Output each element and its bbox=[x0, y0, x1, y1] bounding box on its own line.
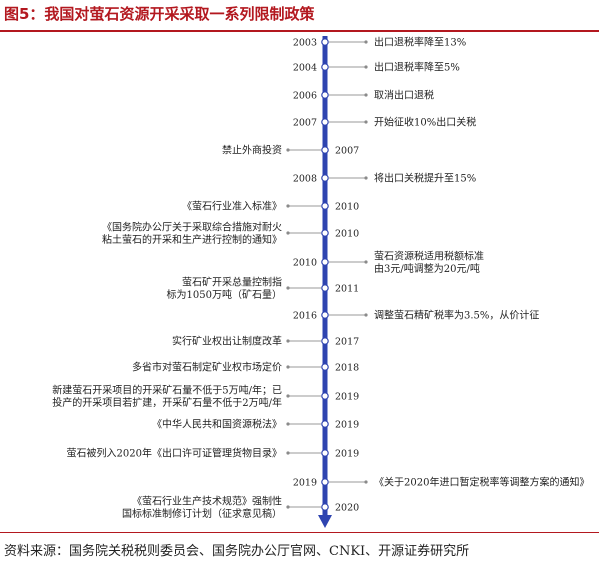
event-text: 《萤石行业准入标准》 bbox=[182, 200, 282, 213]
year-label: 2006 bbox=[293, 91, 317, 102]
axis-marker bbox=[321, 174, 329, 182]
axis-marker bbox=[321, 258, 329, 266]
connector-dot bbox=[286, 422, 290, 426]
connector-dot bbox=[286, 286, 290, 290]
axis-marker bbox=[321, 91, 329, 99]
connector-dot bbox=[364, 40, 368, 44]
event-text: 取消出口退税 bbox=[374, 89, 434, 102]
axis-marker bbox=[321, 38, 329, 46]
year-label: 2016 bbox=[293, 311, 317, 322]
year-label: 2008 bbox=[293, 174, 317, 185]
connector-dot bbox=[286, 231, 290, 235]
event-text: 由3元/吨调整为20元/吨 bbox=[374, 262, 480, 275]
axis-marker bbox=[321, 363, 329, 371]
connector-dot bbox=[364, 480, 368, 484]
connector-dot bbox=[364, 260, 368, 264]
event-text: 出口退税率降至5% bbox=[374, 61, 460, 74]
year-label: 2019 bbox=[335, 420, 359, 431]
figure-title: 图5：我国对萤石资源开采采取一系列限制政策 bbox=[4, 5, 315, 23]
year-label: 2007 bbox=[335, 146, 359, 157]
connector-dot bbox=[364, 65, 368, 69]
axis-marker bbox=[321, 118, 329, 126]
year-label: 2019 bbox=[293, 478, 317, 489]
connector-dot bbox=[364, 176, 368, 180]
event-text: 将出口关税提升至15% bbox=[374, 172, 476, 185]
connector-dot bbox=[286, 505, 290, 509]
axis-marker bbox=[321, 229, 329, 237]
year-label: 2020 bbox=[335, 503, 359, 514]
event-text: 新建萤石开采项目的开采矿石量不低于5万吨/年；已 bbox=[52, 383, 282, 396]
year-label: 2004 bbox=[293, 63, 317, 74]
event-text: 禁止外商投资 bbox=[222, 144, 282, 157]
year-label: 2003 bbox=[293, 38, 317, 49]
connector-dot bbox=[364, 313, 368, 317]
axis-marker bbox=[321, 146, 329, 154]
year-label: 2017 bbox=[335, 337, 359, 348]
event-text: 标为1050万吨（矿石量） bbox=[167, 288, 282, 301]
event-text: 《萤石行业生产技术规范》强制性 bbox=[132, 494, 282, 507]
connector-dot bbox=[364, 93, 368, 97]
timeline-arrow bbox=[318, 515, 332, 528]
event-text: 粘土萤石的开采和生产进行控制的通知》 bbox=[102, 233, 282, 246]
event-text: 调整萤石精矿税率为3.5%，从价计征 bbox=[374, 309, 539, 322]
event-text: 开始征收10%出口关税 bbox=[374, 116, 476, 129]
connector-dot bbox=[364, 120, 368, 124]
year-label: 2010 bbox=[335, 229, 359, 240]
axis-marker bbox=[321, 63, 329, 71]
axis-marker bbox=[321, 478, 329, 486]
year-label: 2019 bbox=[335, 449, 359, 460]
source-bar: 资料来源：国务院关税税则委员会、国务院办公厅官网、CNKI、开源证券研究所 bbox=[0, 532, 599, 563]
event-text: 多省市对萤石制定矿业权市场定价 bbox=[132, 361, 282, 374]
axis-marker bbox=[321, 503, 329, 511]
event-text: 萤石资源税适用税额标准 bbox=[374, 249, 484, 262]
axis-marker bbox=[321, 392, 329, 400]
connector-dot bbox=[286, 148, 290, 152]
connector-dot bbox=[286, 394, 290, 398]
event-text: 投产的开采项目若扩建，开采矿石量不低于2万吨/年 bbox=[52, 396, 282, 409]
connector-dot bbox=[286, 451, 290, 455]
event-text: 《国务院办公厅关于采取综合措施对耐火 bbox=[102, 220, 282, 233]
axis-marker bbox=[321, 337, 329, 345]
source-note: 资料来源：国务院关税税则委员会、国务院办公厅官网、CNKI、开源证券研究所 bbox=[4, 544, 470, 559]
axis-marker bbox=[321, 284, 329, 292]
policy-timeline: 2003 出口退税率降至13% 2004 出口退税率降至5% 2006 取消出口退税 200… bbox=[52, 36, 589, 528]
event-text: 萤石被列入2020年《出口许可证管理货物目录》 bbox=[67, 447, 282, 460]
event-text: 《中华人民共和国资源税法》 bbox=[152, 418, 282, 431]
axis-marker bbox=[321, 449, 329, 457]
event-text: 实行矿业权出让制度改革 bbox=[172, 335, 282, 348]
axis-marker bbox=[321, 420, 329, 428]
year-label: 2010 bbox=[293, 258, 317, 269]
connector-dot bbox=[286, 204, 290, 208]
year-label: 2018 bbox=[335, 363, 359, 374]
year-label: 2019 bbox=[335, 392, 359, 403]
axis-marker bbox=[321, 202, 329, 210]
event-text: 国标标准制修订计划（征求意见稿） bbox=[122, 507, 282, 520]
axis-marker bbox=[321, 311, 329, 319]
year-label: 2011 bbox=[335, 284, 359, 295]
connector-dot bbox=[286, 365, 290, 369]
year-label: 2010 bbox=[335, 202, 359, 213]
figure-title-bar: 图5：我国对萤石资源开采采取一系列限制政策 bbox=[0, 0, 599, 32]
connector-dot bbox=[286, 339, 290, 343]
event-text: 出口退税率降至13% bbox=[374, 36, 466, 49]
event-text: 萤石矿开采总量控制指 bbox=[182, 275, 282, 288]
year-label: 2007 bbox=[293, 118, 317, 129]
event-text: 《关于2020年进口暂定税率等调整方案的通知》 bbox=[374, 476, 589, 489]
